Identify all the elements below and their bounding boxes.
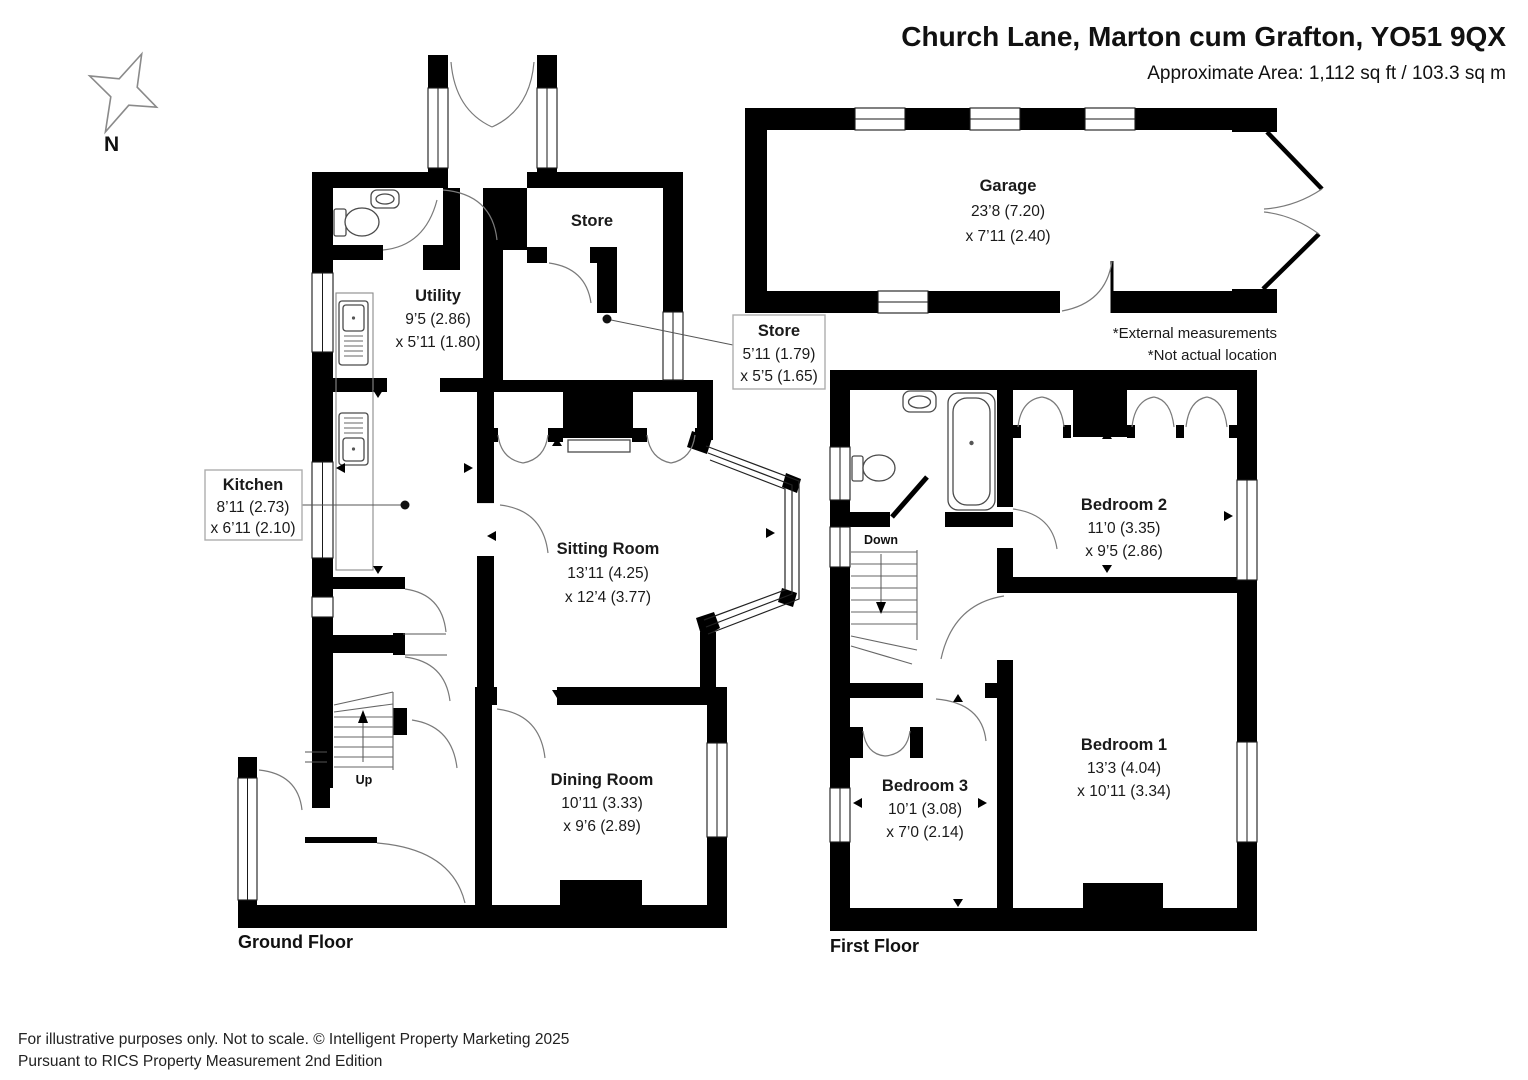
staircase-down: Down [850, 533, 918, 665]
room-dim1-dining: 10’11 (3.33) [561, 795, 643, 812]
footer: For illustrative purposes only. Not to s… [18, 1031, 569, 1070]
garage-note-2: *Not actual location [1148, 347, 1277, 364]
window [311, 272, 334, 353]
room-dim1-bedroom1: 13’3 (4.04) [1087, 760, 1161, 777]
room-dim2-garage: x 7’11 (2.40) [965, 228, 1050, 245]
room-name-dining: Dining Room [551, 771, 654, 789]
first-floor-label: First Floor [830, 936, 919, 956]
sink-unit-icon [338, 412, 369, 466]
garage-notes: *External measurements *Not actual locat… [1113, 325, 1277, 364]
garage-window [877, 290, 929, 314]
garage-note-1: *External measurements [1113, 325, 1277, 342]
basin-icon [902, 390, 937, 413]
window [427, 87, 449, 169]
room-labels: Store Utility 9’5 (2.86) x 5’11 (1.80) S… [395, 212, 1170, 841]
garage-window [1084, 107, 1136, 131]
stairs-down-label: Down [864, 533, 898, 547]
bay-window [703, 445, 800, 635]
footer-line-2: Pursuant to RICS Property Measurement 2n… [18, 1053, 382, 1070]
staircase-up: Up [333, 691, 394, 787]
window [662, 311, 684, 381]
garage-door [1060, 260, 1114, 314]
room-dim2-dining: x 9’6 (2.89) [563, 818, 641, 835]
store-leader-dot [602, 314, 612, 324]
callout-name-store: Store [758, 322, 800, 340]
store-callout: Store 5’11 (1.79) x 5’5 (1.65) [602, 314, 826, 390]
room-name-bedroom2: Bedroom 2 [1081, 496, 1167, 514]
room-dim2-bedroom3: x 7’0 (2.14) [886, 824, 964, 841]
first-floor-windows [829, 446, 1258, 843]
room-dim1-sitting: 13’11 (4.25) [567, 565, 649, 582]
kitchen-leader-dot [400, 500, 410, 510]
ground-floor-windows [237, 87, 800, 901]
room-dim2-bedroom2: x 9’5 (2.86) [1085, 543, 1163, 560]
room-name-bedroom1: Bedroom 1 [1081, 736, 1167, 754]
kitchen-callout: Kitchen 8’11 (2.73) x 6’11 (2.10) [204, 469, 410, 541]
window [311, 461, 334, 559]
measurement-arrows [336, 390, 1233, 907]
first-floor-doors [862, 396, 1228, 757]
basin-icon [370, 189, 400, 209]
room-dim1-bedroom3: 10’1 (3.08) [888, 801, 962, 818]
ground-floor-doors [258, 61, 696, 904]
stairs-up-label: Up [356, 773, 373, 787]
page-subtitle: Approximate Area: 1,112 sq ft / 103.3 sq… [1147, 63, 1506, 84]
room-dim2-utility: x 5’11 (1.80) [395, 334, 480, 351]
room-dim2-sitting: x 12’4 (3.77) [565, 589, 651, 606]
room-name-sitting: Sitting Room [557, 540, 660, 558]
room-dim1-garage: 23’8 (7.20) [971, 203, 1045, 220]
room-name-garage: Garage [980, 177, 1037, 195]
window [706, 742, 728, 838]
window [1236, 479, 1258, 581]
window [536, 87, 558, 169]
window [829, 787, 851, 843]
first-floor-fixtures [851, 390, 996, 511]
room-dim2-bedroom1: x 10’11 (3.34) [1077, 783, 1171, 800]
sink-unit-icon [338, 300, 369, 366]
kitchen-counter [335, 292, 374, 571]
header: Church Lane, Marton cum Grafton, YO51 9Q… [901, 21, 1506, 84]
compass-north-label: N [104, 133, 119, 156]
callout-dim2-store: x 5’5 (1.65) [740, 368, 818, 385]
callout-dim1-store: 5’11 (1.79) [743, 346, 816, 363]
ground-floor-fixtures [333, 189, 631, 571]
garage-window [969, 107, 1021, 131]
toilet-icon [851, 454, 896, 482]
garage-structure [745, 107, 1324, 314]
callout-name-kitchen: Kitchen [223, 476, 284, 494]
compass-rose: N [87, 51, 159, 156]
room-name-bedroom3: Bedroom 3 [882, 777, 968, 795]
window [237, 777, 258, 901]
window [829, 526, 851, 568]
compass-star-icon [87, 51, 159, 135]
footer-line-1: For illustrative purposes only. Not to s… [18, 1031, 569, 1048]
window [311, 596, 334, 618]
toilet-icon [333, 207, 380, 237]
ground-floor-label: Ground Floor [238, 932, 353, 952]
window [829, 446, 851, 501]
garage-window [854, 107, 906, 131]
bathtub-icon [947, 392, 996, 511]
room-name-utility: Utility [415, 287, 462, 305]
first-floor-walls [830, 370, 1257, 931]
window [1236, 741, 1258, 843]
callout-dim1-kitchen: 8’11 (2.73) [217, 499, 290, 516]
room-name-store: Store [571, 212, 613, 230]
room-dim1-bedroom2: 11’0 (3.35) [1088, 520, 1161, 537]
page-title: Church Lane, Marton cum Grafton, YO51 9Q… [901, 21, 1506, 52]
fireplace-hearth [567, 439, 631, 453]
garage-main-doors [1261, 130, 1324, 291]
callout-dim2-kitchen: x 6’11 (2.10) [210, 520, 295, 537]
room-dim1-utility: 9’5 (2.86) [405, 311, 470, 328]
garage-label: Garage 23’8 (7.20) x 7’11 (2.40) [965, 177, 1050, 245]
